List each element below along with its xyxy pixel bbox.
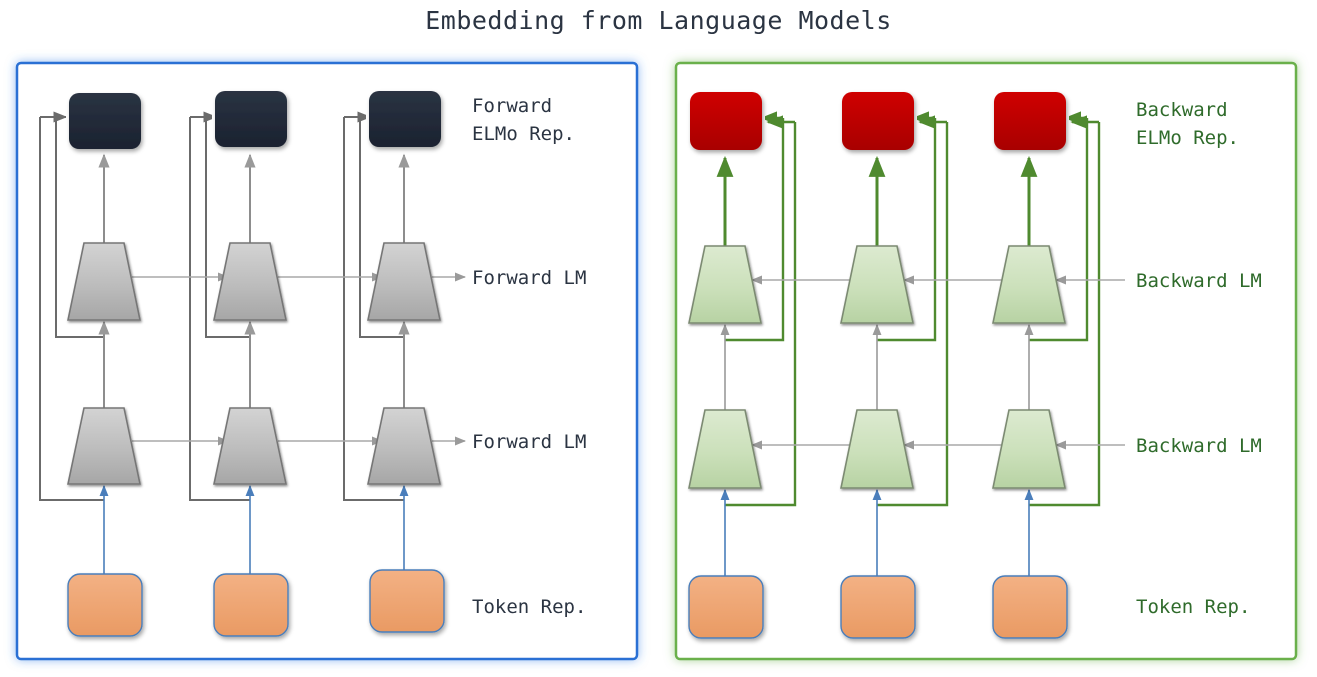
skip-link-outer-col3 xyxy=(1029,122,1101,507)
backward-token-arrows xyxy=(720,488,1034,576)
backward-lm-top-2[interactable] xyxy=(840,245,914,324)
page-title: Embedding from Language Models xyxy=(425,6,892,35)
backward-token-nodes xyxy=(688,575,1068,639)
backward-elmo-label-line2: ELMo Rep. xyxy=(1136,127,1239,149)
backward-lm-bottom-1[interactable] xyxy=(688,409,762,489)
forward-lm-bottom-nodes xyxy=(67,407,441,485)
backward-token-box-3[interactable] xyxy=(992,575,1068,639)
backward-elmo-label-line1: Backward xyxy=(1136,99,1228,121)
backward-elmo-box-1[interactable] xyxy=(690,92,762,150)
forward-panel xyxy=(15,61,639,661)
forward-lm-bottom-label: Forward LM xyxy=(472,431,586,453)
forward-panel-border xyxy=(15,61,639,661)
forward-elmo-box-3[interactable] xyxy=(369,91,441,147)
forward-token-box-1[interactable] xyxy=(67,573,143,637)
forward-lm-top-1[interactable] xyxy=(67,242,141,321)
backward-lm-bottom-3[interactable] xyxy=(992,409,1066,489)
forward-token-box-2[interactable] xyxy=(213,573,289,637)
backward-elmo-box-3[interactable] xyxy=(994,92,1066,150)
skip-link-inner-col2 xyxy=(877,118,937,342)
forward-token-nodes xyxy=(67,569,445,637)
forward-token-arrows xyxy=(99,484,409,574)
backward-vertical-arrows xyxy=(720,323,1034,410)
backward-lm-top-3[interactable] xyxy=(992,245,1066,324)
backward-recurrent-arrows xyxy=(750,275,1125,450)
forward-connectors xyxy=(39,111,404,501)
backward-panel-border xyxy=(674,61,1298,661)
forward-elmo-label-line2: ELMo Rep. xyxy=(472,123,575,145)
forward-lm-top-3[interactable] xyxy=(367,242,441,321)
backward-lm-bottom-label: Backward LM xyxy=(1136,435,1262,457)
backward-connectors xyxy=(725,111,1101,507)
backward-token-box-1[interactable] xyxy=(688,575,764,639)
skip-link-inner-col3 xyxy=(359,117,404,338)
backward-panel xyxy=(674,61,1298,661)
skip-link-outer-col2 xyxy=(877,122,949,507)
skip-link-outer-col1 xyxy=(725,122,797,507)
forward-elmo-nodes xyxy=(66,88,444,152)
backward-elmo-arrows xyxy=(716,155,1038,246)
skip-link-outer-col2 xyxy=(189,117,250,501)
backward-elmo-nodes xyxy=(687,89,1069,153)
forward-lm-bottom-1[interactable] xyxy=(67,407,141,485)
backward-token-label: Token Rep. xyxy=(1136,596,1250,618)
backward-lm-bottom-2[interactable] xyxy=(840,409,914,489)
forward-token-label: Token Rep. xyxy=(472,596,586,618)
skip-link-inner-col2 xyxy=(205,117,250,338)
backward-lm-top-nodes xyxy=(688,245,1066,324)
forward-lm-bottom-3[interactable] xyxy=(367,407,441,485)
forward-recurrent-arrows xyxy=(132,272,467,446)
forward-vertical-arrows xyxy=(98,153,410,408)
skip-link-outer-col3 xyxy=(343,117,404,501)
forward-lm-top-2[interactable] xyxy=(213,242,287,321)
forward-lm-bottom-2[interactable] xyxy=(213,407,287,485)
backward-lm-top-label: Backward LM xyxy=(1136,270,1262,292)
skip-link-inner-col3 xyxy=(1029,118,1089,342)
forward-lm-top-label: Forward LM xyxy=(472,267,586,289)
forward-token-box-3[interactable] xyxy=(369,569,445,633)
backward-lm-bottom-nodes xyxy=(688,409,1066,489)
forward-elmo-box-1[interactable] xyxy=(69,93,141,149)
backward-lm-top-1[interactable] xyxy=(688,245,762,324)
forward-elmo-label-line1: Forward xyxy=(472,95,552,117)
backward-elmo-box-2[interactable] xyxy=(842,92,914,150)
backward-token-box-2[interactable] xyxy=(840,575,916,639)
forward-elmo-box-2[interactable] xyxy=(215,91,287,147)
forward-lm-top-nodes xyxy=(67,242,441,321)
skip-link-inner-col1 xyxy=(725,118,785,342)
